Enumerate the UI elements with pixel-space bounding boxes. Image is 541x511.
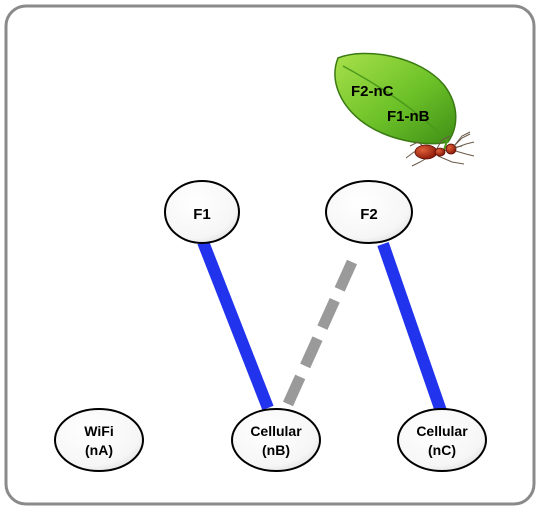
leaf-icon: F2-nC F1-nB xyxy=(334,52,457,151)
node-cellular-nb-label: Cellular xyxy=(250,423,302,439)
node-cellular-nb: Cellular (nB) xyxy=(231,408,321,472)
node-f1-label: F1 xyxy=(193,206,211,223)
node-f1: F1 xyxy=(164,180,240,244)
leaf-text-f2-nc: F2-nC xyxy=(351,83,394,100)
node-f2: F2 xyxy=(325,180,413,244)
node-cellular-nc: Cellular (nC) xyxy=(397,408,487,472)
node-wifi-label: WiFi xyxy=(84,423,113,439)
node-cellular-nc-sublabel: (nC) xyxy=(428,442,456,458)
ant-icon xyxy=(405,131,475,167)
node-wifi-na: WiFi (nA) xyxy=(54,408,144,472)
leaf-text-f1-nb: F1-nB xyxy=(387,108,430,125)
link-f2-cellular-nb-inactive xyxy=(282,259,358,407)
link-f1-cellular-nb xyxy=(197,239,274,411)
node-cellular-nc-label: Cellular xyxy=(416,423,468,439)
node-f2-label: F2 xyxy=(360,206,378,223)
link-f2-cellular-nc xyxy=(377,242,448,416)
node-wifi-sublabel: (nA) xyxy=(85,442,113,458)
node-cellular-nb-sublabel: (nB) xyxy=(262,442,290,458)
